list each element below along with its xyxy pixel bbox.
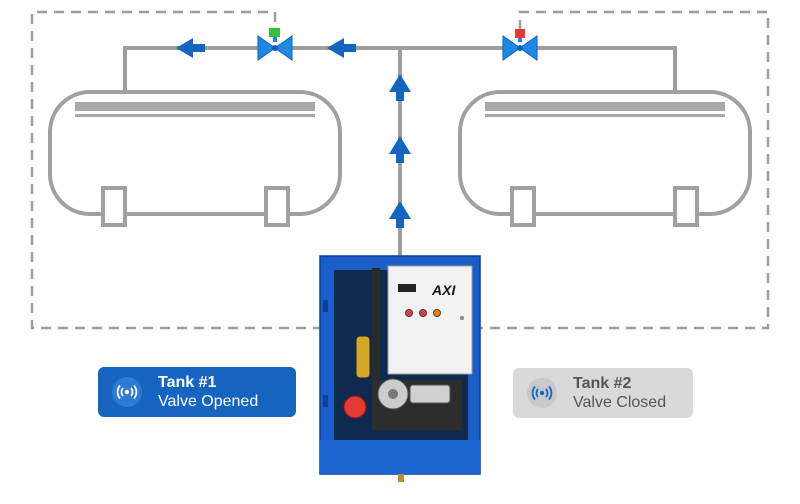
inline-filter bbox=[355, 335, 371, 379]
flow-arrow-left-icon bbox=[327, 38, 356, 58]
tank-2-right-leg bbox=[673, 186, 699, 227]
valve-1-open-indicator-icon bbox=[269, 28, 280, 37]
panel-switch[interactable] bbox=[419, 309, 427, 317]
valve-1-stem bbox=[273, 37, 277, 42]
control-cabinet: AXI bbox=[319, 255, 481, 482]
tank-1 bbox=[48, 90, 342, 227]
panel-lock bbox=[460, 316, 464, 320]
valve-2-stem bbox=[518, 38, 522, 42]
valve-2 bbox=[502, 29, 538, 61]
cabinet-pipe bbox=[372, 268, 380, 428]
tank-2-stripe bbox=[485, 114, 725, 117]
panel-switch[interactable] bbox=[433, 309, 441, 317]
tank-2-title: Tank #2 bbox=[573, 375, 632, 392]
tank-1-valve-status: Valve Opened bbox=[158, 393, 259, 410]
controller-brand-logo: AXI bbox=[431, 282, 456, 298]
valve-2-hub bbox=[517, 45, 523, 51]
wireless-signal-icon bbox=[112, 377, 142, 407]
tank-2-status-card: Tank #2 Valve Closed bbox=[513, 368, 693, 418]
cabinet-hinge bbox=[323, 300, 328, 312]
tank-2-body bbox=[458, 90, 752, 216]
tank-1-status-card: Tank #1 Valve Opened bbox=[98, 367, 296, 417]
pipe-right bbox=[400, 46, 677, 92]
pump-motor bbox=[409, 384, 451, 404]
tank-1-right-leg bbox=[264, 186, 290, 227]
cabinet-hinge bbox=[323, 395, 328, 407]
tank-2-valve-status: Valve Closed bbox=[573, 394, 667, 411]
valve-1-hub bbox=[272, 45, 278, 51]
tank-1-left-leg bbox=[101, 186, 127, 227]
pipe-left bbox=[123, 46, 400, 92]
flow-arrow-up-icon bbox=[389, 201, 411, 228]
control-panel bbox=[387, 265, 473, 375]
panel-switch[interactable] bbox=[405, 309, 413, 317]
tank-1-stripe bbox=[75, 102, 315, 111]
cabinet-front-lip bbox=[320, 440, 480, 474]
flow-arrow-up-icon bbox=[389, 74, 411, 101]
pump-red-valve bbox=[343, 395, 367, 419]
valve-1 bbox=[257, 28, 293, 61]
tank-1-title: Tank #1 bbox=[158, 374, 217, 391]
flow-arrow-up-icon bbox=[389, 136, 411, 163]
wireless-signal-icon bbox=[527, 378, 557, 408]
flow-arrow-left-icon bbox=[176, 38, 205, 58]
display-screen bbox=[398, 284, 416, 292]
flow-arrows bbox=[176, 38, 411, 228]
signal-line-tank-1 bbox=[30, 10, 320, 330]
signal-lines bbox=[30, 10, 770, 330]
pump-hub bbox=[388, 389, 398, 399]
tank-2-stripe bbox=[485, 102, 725, 111]
tank-1-stripe bbox=[75, 114, 315, 117]
tank-1-body bbox=[48, 90, 342, 216]
tank-2-left-leg bbox=[510, 186, 536, 227]
valve-2-closed-indicator-icon bbox=[515, 29, 525, 38]
drain-fitting bbox=[398, 474, 404, 482]
tank-2 bbox=[458, 90, 752, 227]
